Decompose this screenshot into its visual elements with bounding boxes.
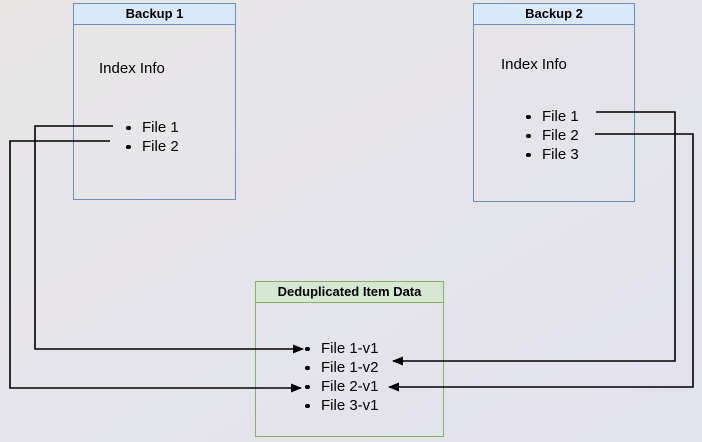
list-item-file2: File 2 [126,137,179,156]
list-item-file1-v1: File 1-v1 [305,339,379,358]
list-item-file3: File 3 [526,145,579,164]
list-item-file1: File 1 [126,118,179,137]
backup2-box: Backup 2 Index Info File 1 File 2 File 3 [473,3,635,202]
backup1-box: Backup 1 Index Info File 1 File 2 [73,3,236,200]
list-item-file2: File 2 [526,126,579,145]
backup2-title: Backup 2 [474,4,634,25]
backup1-title: Backup 1 [74,4,235,25]
dedup-title: Deduplicated Item Data [256,282,443,303]
list-item-file1-v2: File 1-v2 [305,358,379,377]
dedup-box: Deduplicated Item Data File 1-v1 File 1-… [255,281,444,437]
backup2-index-info-label: Index Info [501,56,567,73]
backup1-index-info-label: Index Info [99,60,165,77]
dedup-file-list: File 1-v1 File 1-v2 File 2-v1 File 3-v1 [305,339,379,415]
backup2-file-list: File 1 File 2 File 3 [526,107,579,164]
backup1-file-list: File 1 File 2 [126,118,179,156]
list-item-file3-v1: File 3-v1 [305,396,379,415]
list-item-file1: File 1 [526,107,579,126]
list-item-file2-v1: File 2-v1 [305,377,379,396]
